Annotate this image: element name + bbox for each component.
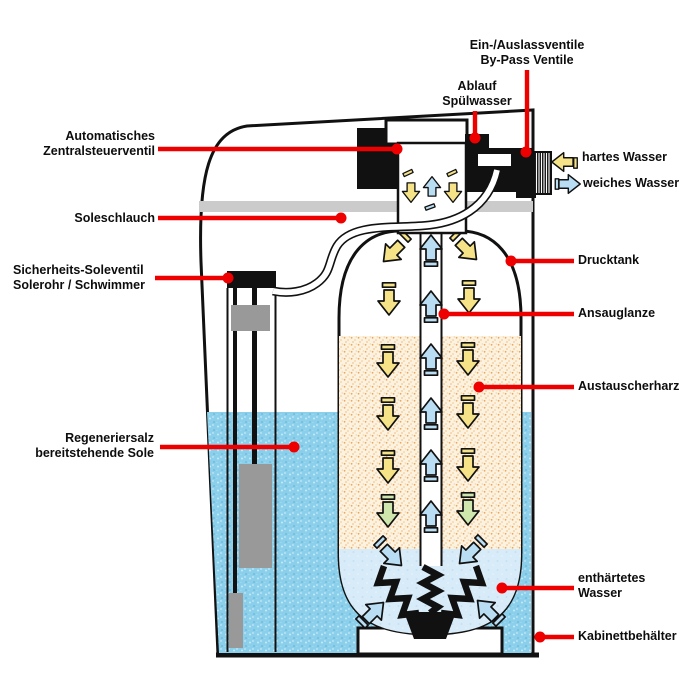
brine-pickup-tube — [233, 288, 237, 594]
label-soft-water: weiches Wasser — [583, 176, 680, 190]
label-regeneration-salt: Regeneriersalz bereitstehende Sole — [35, 431, 154, 460]
soft-water-arrow-icon — [554, 173, 581, 195]
label-drain-rinse-water: Ablauf Spülwasser — [442, 79, 512, 108]
callout-lines — [155, 70, 574, 643]
float-lower — [239, 464, 272, 568]
float-rod — [252, 288, 257, 466]
label-safety-brine-valve: Sicherheits-Soleventil Solerohr / Schwim… — [13, 263, 145, 292]
threaded-connector — [534, 151, 552, 195]
brine-hose-tube — [272, 168, 502, 297]
hard-water-arrow-icon — [551, 151, 578, 173]
label-cabinet-container: Kabinettbehälter — [578, 629, 677, 643]
label-pressure-tank: Drucktank — [578, 253, 640, 267]
tube-weight — [229, 593, 243, 648]
label-hard-water: hartes Wasser — [582, 150, 667, 164]
shelf-band — [199, 201, 533, 212]
valve-top-cover — [384, 118, 469, 146]
distributor-strainer — [373, 564, 487, 639]
label-brine-hose: Soleschlauch — [74, 211, 155, 225]
brine-well — [226, 271, 277, 652]
safety-brine-valve-cap — [227, 271, 276, 288]
label-central-valve: Automatisches Zentralsteuerventil — [43, 129, 155, 158]
label-suction-lance: Ansauglanze — [578, 306, 656, 320]
label-exchange-resin: Austauscherharz — [578, 379, 680, 393]
float-upper — [231, 305, 270, 331]
label-softened-water: enthärtetes Wasser — [578, 571, 646, 600]
label-inlet-outlet-valves: Ein-/Auslassventile By-Pass Ventile — [469, 38, 585, 67]
